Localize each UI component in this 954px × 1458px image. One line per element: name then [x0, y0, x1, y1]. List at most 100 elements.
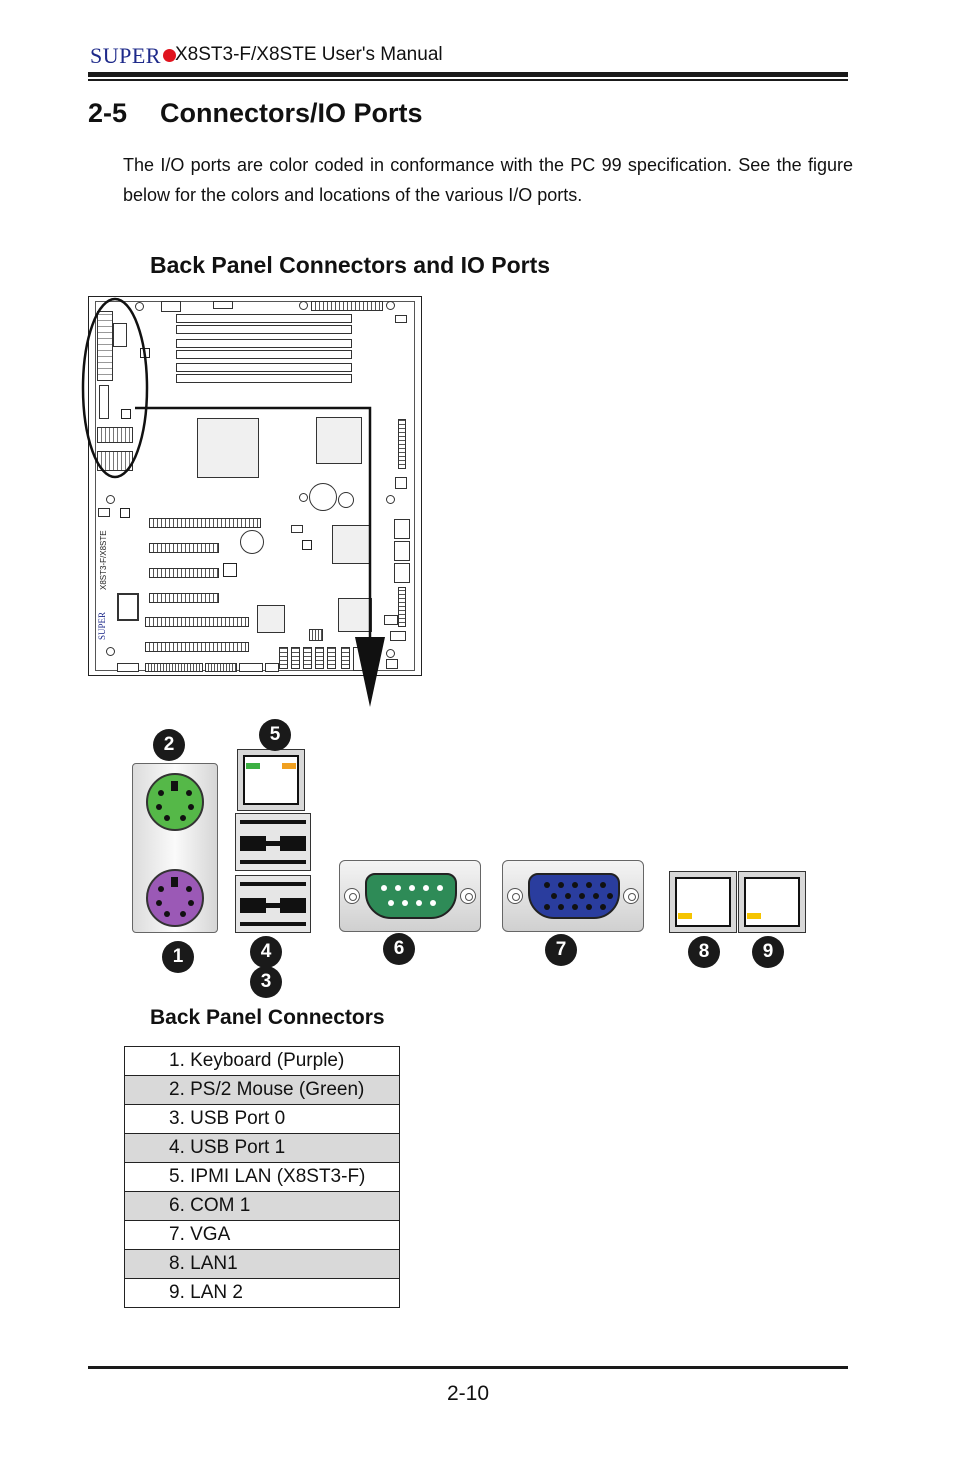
sas-port	[341, 647, 350, 669]
db15-icon	[528, 873, 620, 919]
mount-hole-icon	[106, 647, 115, 656]
sata-port	[394, 541, 410, 561]
screw-icon	[460, 888, 476, 904]
sas-port	[291, 647, 300, 669]
vga-port	[502, 860, 644, 932]
table-cell: 2. PS/2 Mouse (Green)	[124, 1075, 400, 1105]
mount-hole-icon	[135, 302, 144, 311]
brand-dot-icon	[162, 49, 176, 62]
screw-icon	[507, 888, 523, 904]
table-cell: 1. Keyboard (Purple)	[124, 1046, 400, 1076]
callout-6: 6	[383, 933, 415, 965]
ps2-port-stack	[132, 763, 218, 933]
dimm-slot	[176, 374, 352, 383]
sas-port	[279, 647, 288, 669]
table-row: 5. IPMI LAN (X8ST3-F)	[124, 1162, 400, 1192]
table-row: 2. PS/2 Mouse (Green)	[124, 1075, 400, 1105]
dimm-slot	[176, 363, 352, 372]
table-row: 3. USB Port 0	[124, 1104, 400, 1134]
callout-8: 8	[688, 936, 720, 968]
header	[117, 663, 139, 672]
callout-5: 5	[259, 719, 291, 751]
table-row: 1. Keyboard (Purple)	[124, 1046, 400, 1076]
mount-hole-icon	[299, 493, 308, 502]
ps2-usb-stack	[97, 311, 113, 381]
section-title: Connectors/IO Ports	[160, 98, 423, 128]
connectors-table: 1. Keyboard (Purple) 2. PS/2 Mouse (Gree…	[124, 1046, 400, 1308]
pcie-slot	[149, 593, 219, 603]
table-cell: 3. USB Port 0	[124, 1104, 400, 1134]
callout-3: 3	[250, 966, 282, 998]
io-highlight-ellipse	[81, 297, 149, 479]
page-number: 2-10	[446, 1382, 490, 1405]
sas-port	[315, 647, 324, 669]
lan2-port	[738, 871, 806, 933]
front-panel-header	[398, 419, 406, 469]
header	[390, 631, 406, 641]
battery-icon	[309, 483, 337, 511]
usb-port-1	[235, 813, 311, 871]
table-cell: 4. USB Port 1	[124, 1133, 400, 1163]
figure-title: Back Panel Connectors and IO Ports	[150, 252, 551, 278]
led-yellow-icon	[747, 913, 761, 919]
jumper-icon	[121, 409, 131, 419]
sata-port	[394, 563, 410, 583]
lan1-port	[669, 871, 737, 933]
pointer-line	[135, 406, 372, 647]
pcie-slot	[149, 543, 219, 553]
keyboard-port-icon	[146, 869, 204, 927]
pcie-slot	[149, 518, 261, 528]
chip	[338, 598, 372, 632]
ipmi-lan-port	[237, 749, 305, 811]
jumper-icon	[223, 563, 237, 577]
table-row: 6. COM 1	[124, 1191, 400, 1221]
callout-1: 1	[162, 941, 194, 973]
table-cell: 8. LAN1	[124, 1249, 400, 1279]
table-cell: 9. LAN 2	[124, 1278, 400, 1308]
intro-paragraph: The I/O ports are color coded in conform…	[123, 155, 853, 205]
header	[265, 663, 279, 672]
chipset	[316, 417, 362, 464]
table-row: 4. USB Port 1	[124, 1133, 400, 1163]
header	[291, 525, 303, 533]
dimm-slot	[176, 314, 352, 323]
mouse-port-icon	[146, 773, 204, 831]
sas-port	[303, 647, 312, 669]
cpu-socket	[197, 418, 259, 478]
brand-logo: SUPER	[90, 43, 176, 69]
callout-9: 9	[752, 936, 784, 968]
mount-hole-icon	[386, 495, 395, 504]
table-cell: 7. VGA	[124, 1220, 400, 1250]
power-connector	[311, 301, 383, 311]
fan-header	[161, 301, 181, 312]
dimm-slot	[176, 325, 352, 334]
speaker-icon	[240, 530, 264, 554]
arrow-head-icon	[355, 637, 385, 707]
footer-rule	[88, 1366, 848, 1369]
usb-port-0	[235, 875, 311, 933]
bios-chip	[117, 593, 139, 621]
highlight-overlay	[81, 297, 385, 707]
board-brand-label: SUPER	[97, 611, 107, 640]
header-rule-thin	[88, 79, 848, 81]
connectors-heading: Back Panel Connectors	[150, 1006, 385, 1029]
sata-port	[394, 519, 410, 539]
jumper-icon	[302, 540, 312, 550]
led-orange-icon	[282, 763, 296, 769]
chip	[332, 525, 370, 564]
dimm-slot	[176, 350, 352, 359]
pci-slot	[145, 642, 249, 652]
com-port	[339, 860, 481, 932]
ide-header	[145, 663, 203, 672]
dimm-slot	[176, 339, 352, 348]
header	[398, 587, 406, 627]
sas-port	[327, 647, 336, 669]
header	[213, 301, 233, 309]
mount-hole-icon	[386, 649, 395, 658]
motherboard-diagram	[81, 296, 422, 707]
header	[386, 659, 398, 669]
header	[309, 629, 323, 641]
manual-title: X8ST3-F/X8STE User's Manual	[175, 44, 443, 65]
pci-slot	[145, 617, 249, 627]
